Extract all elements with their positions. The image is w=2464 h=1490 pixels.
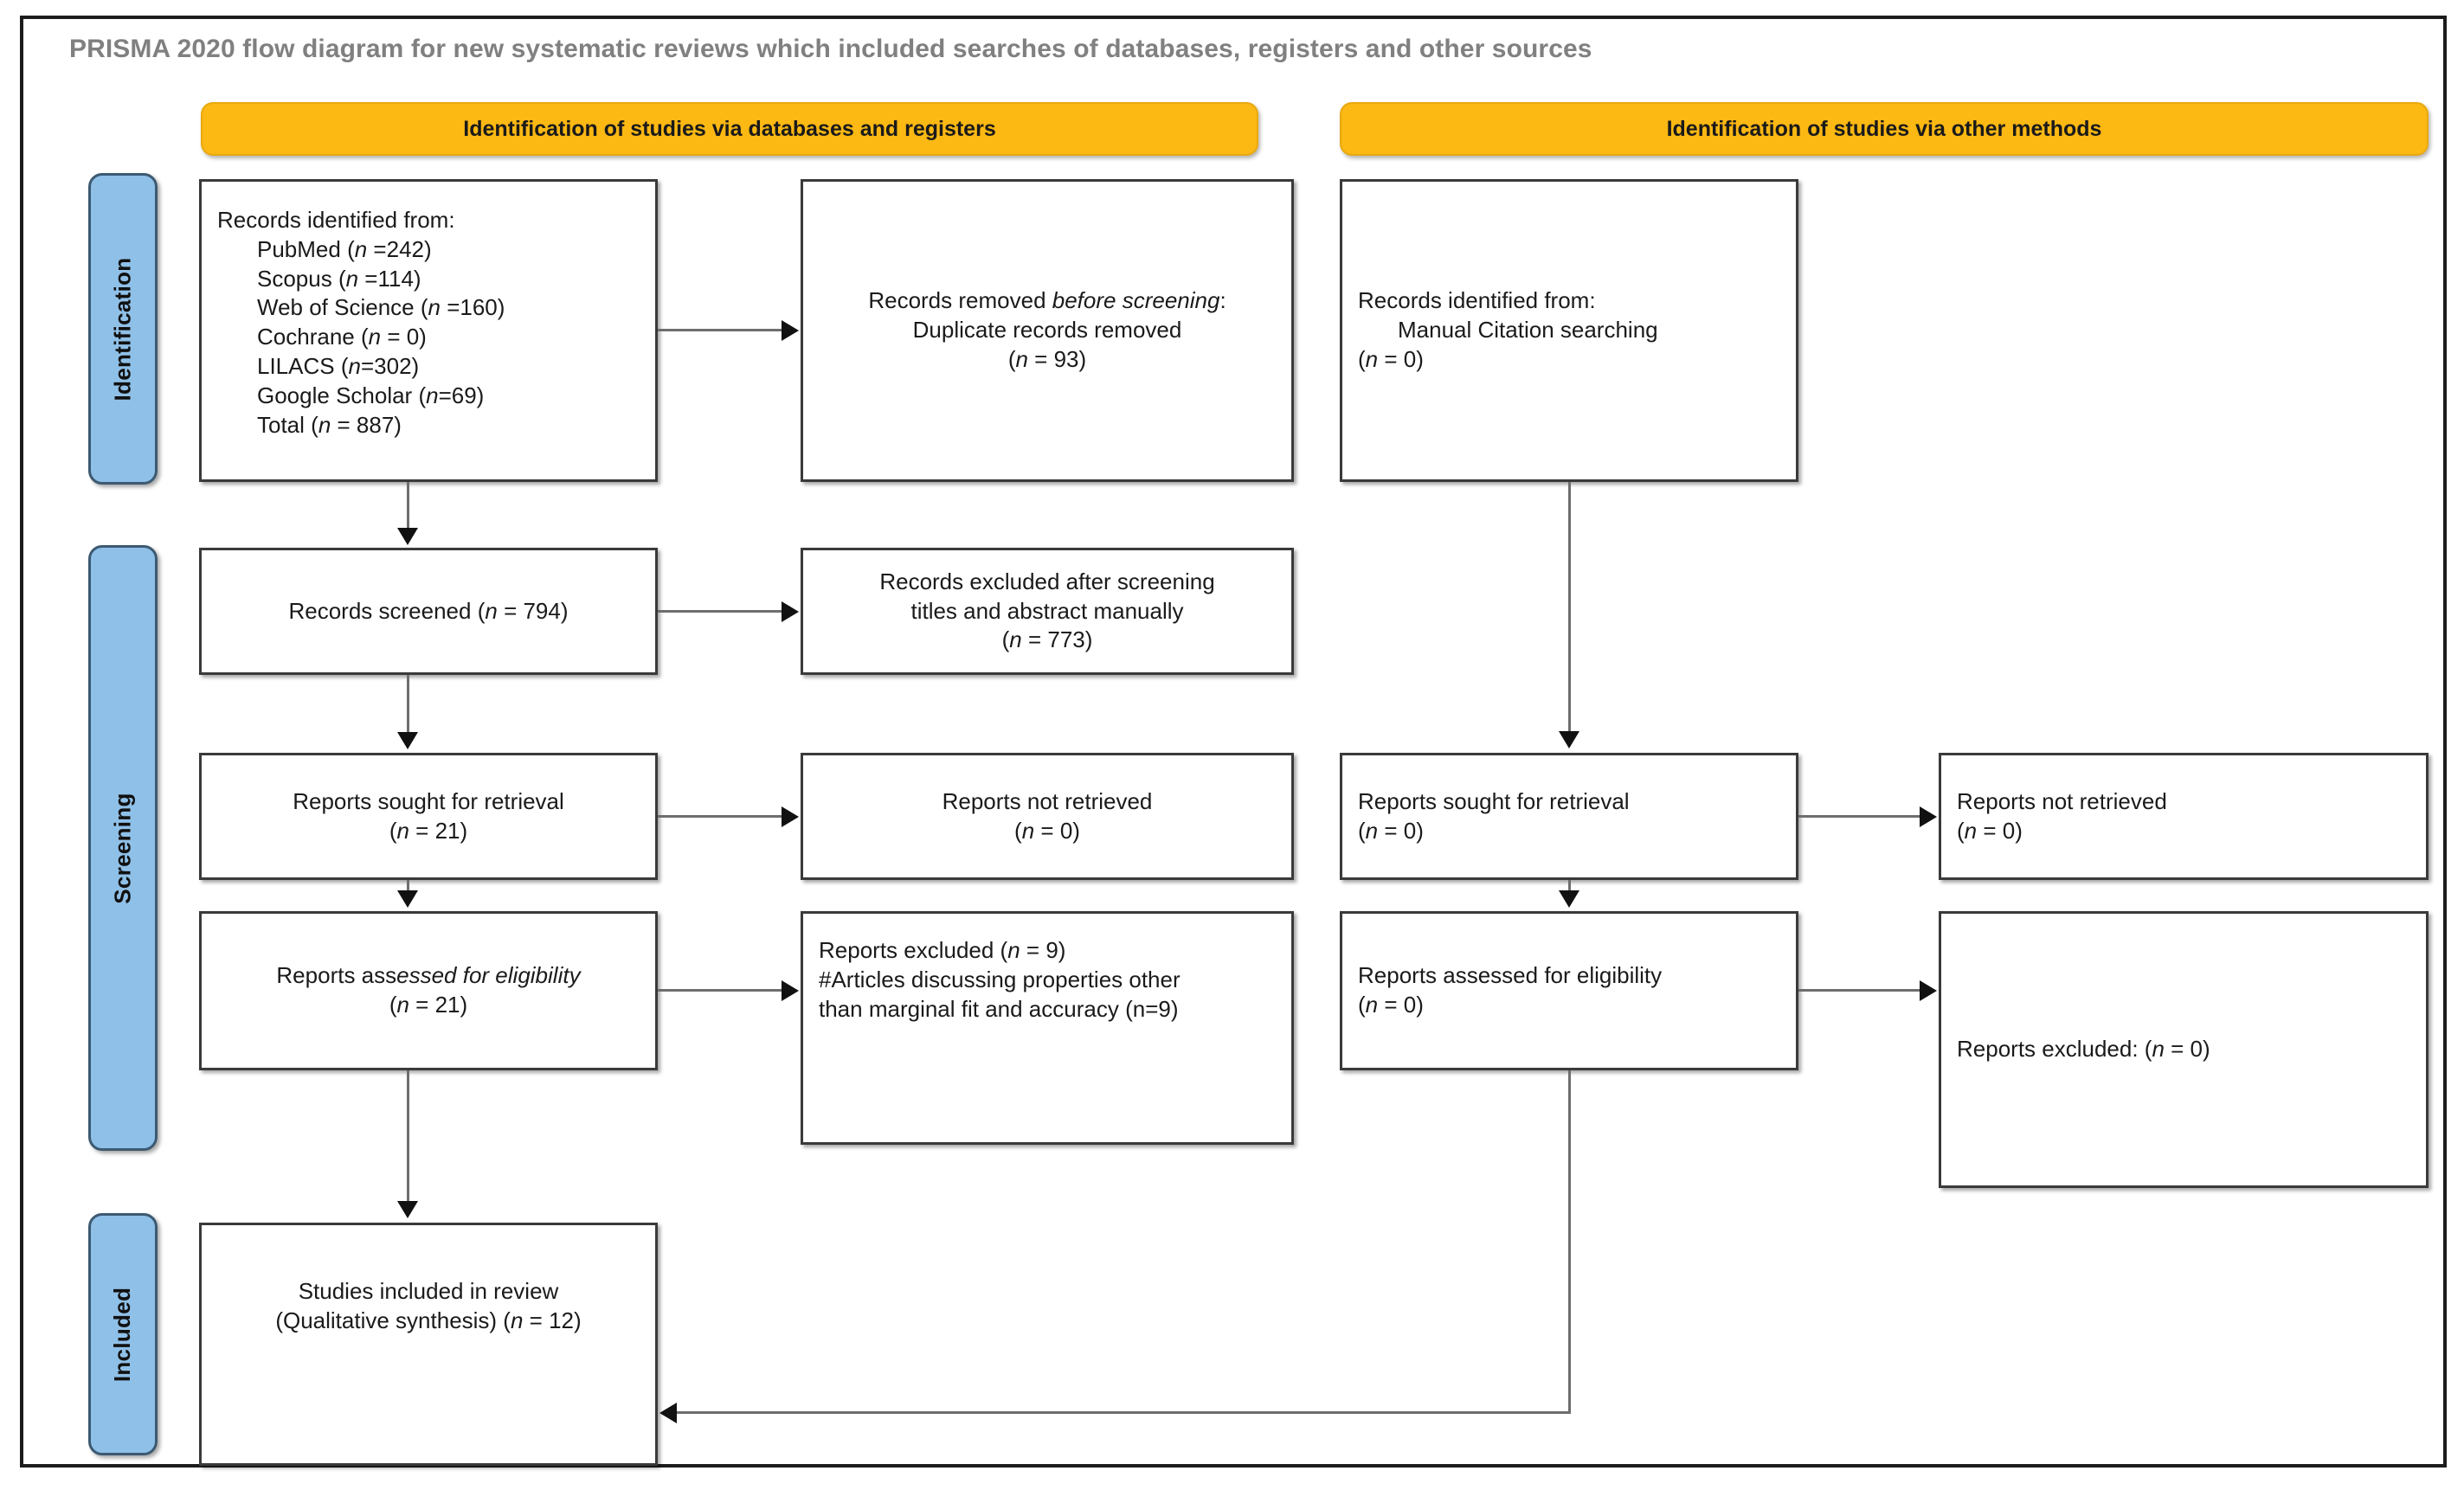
records-identified-other-title: Records identified from: <box>1358 287 1596 314</box>
arrow-screened-to-sought <box>397 732 418 749</box>
connector-identified-to-screened <box>407 482 409 530</box>
arrow-assessed-to-excluded-db <box>782 980 799 1001</box>
box-text: Reports excluded: (n = 0) <box>1957 1036 2210 1063</box>
stage-label-identification: Identification <box>109 257 136 401</box>
stage-label-screening: Screening <box>109 792 136 904</box>
source-manual-citation: Manual Citation searching <box>1398 317 1658 344</box>
arrow-other-into-included <box>659 1403 677 1423</box>
box-records-screened: Records screened (n = 794) <box>199 548 658 675</box>
box-text: Reports sought for retrieval (n = 0) <box>1358 787 1630 844</box>
source-cochrane: Cochrane (n = 0) <box>257 324 427 350</box>
arrow-identified-other-to-sought-other <box>1559 731 1579 748</box>
box-text: Reports sought for retrieval (n = 21) <box>293 787 564 844</box>
box-records-removed-before-screening: Records removed before screening: Duplic… <box>801 179 1294 482</box>
box-studies-included: Studies included in review (Qualitative … <box>199 1223 658 1466</box>
before-screening-emphasis: before screening <box>1052 287 1220 314</box>
arrow-screened-to-excluded <box>782 601 799 622</box>
connector-sought-to-not-retrieved-other <box>1798 815 1921 818</box>
source-lilacs: LILACS (n=302) <box>257 352 420 379</box>
connector-assessed-to-included <box>407 1070 409 1202</box>
essed-for-eligibility-emphasis: essed for eligibility <box>396 962 581 989</box>
connector-identified-to-removed <box>658 329 783 331</box>
box-text: Reports not retrieved (n = 0) <box>1957 787 2167 844</box>
box-text: Reports excluded (n = 9) #Articles discu… <box>819 937 1181 1022</box>
connector-screened-to-excluded <box>658 610 783 613</box>
source-web-of-science: Web of Science (n =160) <box>257 294 505 321</box>
box-reports-sought-other-methods: Reports sought for retrieval (n = 0) <box>1340 753 1798 880</box>
source-google-scholar: Google Scholar (n=69) <box>257 382 485 408</box>
connector-assessed-to-excluded-db <box>658 989 783 992</box>
page-title: PRISMA 2020 flow diagram for new systema… <box>69 35 1592 63</box>
arrow-sought-to-assessed-db <box>397 890 418 908</box>
stage-bar-included: Included <box>88 1213 158 1455</box>
arrow-assessed-to-excluded-other <box>1920 980 1937 1001</box>
arrow-assessed-to-included <box>397 1201 418 1218</box>
stage-bar-screening: Screening <box>88 545 158 1151</box>
arrow-sought-to-assessed-other <box>1559 890 1579 908</box>
connector-other-into-included <box>677 1411 1571 1414</box>
connector-sought-to-not-retrieved-db <box>658 815 783 818</box>
box-records-identified-other-methods: Records identified from: Manual Citation … <box>1340 179 1798 482</box>
box-text: Reports assessed for eligibility (n = 21… <box>276 962 581 1018</box>
source-total: Total (n = 887) <box>257 411 402 438</box>
arrow-identified-to-screened <box>397 528 418 545</box>
box-text: Records removed before screening: Duplic… <box>868 287 1226 372</box>
box-records-identified-databases: Records identified from:PubMed (n =242) S… <box>199 179 658 482</box>
arrow-sought-to-not-retrieved-other <box>1920 806 1937 827</box>
source-manual-citation-count: (n = 0) <box>1358 345 1424 372</box>
source-pubmed: PubMed (n =242) <box>257 235 432 262</box>
connector-sought-to-assessed-other <box>1568 880 1571 892</box>
box-text: Studies included in review (Qualitative … <box>275 1278 582 1333</box>
box-text: Reports assessed for eligibility (n = 0) <box>1358 962 1663 1018</box>
box-text: Records excluded after screening titles … <box>879 568 1215 653</box>
connector-assessed-to-excluded-other <box>1798 989 1921 992</box>
connector-sought-to-assessed-db <box>407 880 409 892</box>
section-header-databases-registers: Identification of studies via databases … <box>201 102 1258 156</box>
section-header-other-methods: Identification of studies via other meth… <box>1340 102 2429 156</box>
stage-label-included: Included <box>109 1287 136 1382</box>
box-text: Records identified from:PubMed (n =242) S… <box>202 206 655 440</box>
box-reports-excluded-databases: Reports excluded (n = 9) #Articles discu… <box>801 911 1294 1145</box>
box-text: Records identified from: Manual Citation … <box>1342 286 1796 374</box>
box-reports-not-retrieved-other-methods: Reports not retrieved (n = 0) <box>1939 753 2429 880</box>
stage-bar-identification: Identification <box>88 173 158 485</box>
connector-assessed-other-down <box>1568 1070 1571 1414</box>
box-reports-sought-databases: Reports sought for retrieval (n = 21) <box>199 753 658 880</box>
box-records-excluded: Records excluded after screening titles … <box>801 548 1294 675</box>
box-reports-not-retrieved-databases: Reports not retrieved (n = 0) <box>801 753 1294 880</box>
box-text: Records screened (n = 794) <box>288 597 569 624</box>
connector-identified-other-to-sought-other <box>1568 482 1571 733</box>
box-reports-assessed-databases: Reports assessed for eligibility (n = 21… <box>199 911 658 1070</box>
connector-screened-to-sought <box>407 675 409 734</box>
records-identified-title: Records identified from: <box>217 207 455 233</box>
box-reports-excluded-other-methods: Reports excluded: (n = 0) <box>1939 911 2429 1188</box>
arrow-sought-to-not-retrieved-db <box>782 806 799 827</box>
section-header-label: Identification of studies via databases … <box>463 116 996 141</box>
section-header-label: Identification of studies via other meth… <box>1666 116 2102 141</box>
source-scopus: Scopus (n =114) <box>257 265 421 292</box>
arrow-identified-to-removed <box>782 320 799 341</box>
box-text: Reports not retrieved (n = 0) <box>942 787 1153 844</box>
box-reports-assessed-other-methods: Reports assessed for eligibility (n = 0) <box>1340 911 1798 1070</box>
